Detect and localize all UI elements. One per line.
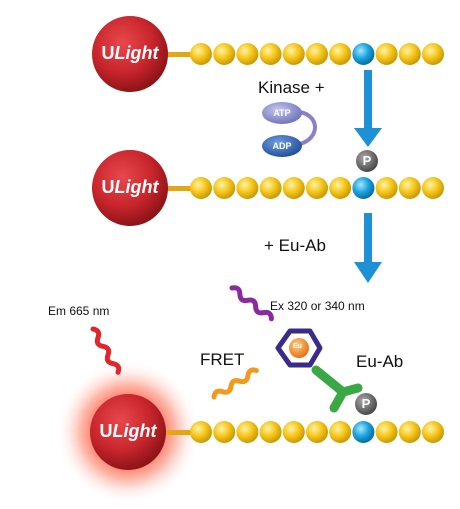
peptide-bead: [190, 177, 212, 199]
atp-pill: [262, 102, 302, 124]
peptide-bead: [282, 43, 305, 65]
peptide-bead: [375, 177, 398, 199]
europium-chelate: [275, 328, 323, 368]
peptide-bead: [329, 43, 352, 65]
ulight-bead-3: [90, 394, 166, 470]
peptide-bead: [398, 421, 421, 443]
ulight-u: U: [101, 177, 115, 197]
adp-label: ADP: [272, 141, 292, 151]
peptide-bead: [213, 177, 236, 199]
phospho-site-bead: [352, 177, 375, 199]
peptide-bead: [190, 43, 212, 65]
ulight-light: Light: [112, 421, 157, 441]
peptide-bead: [259, 177, 282, 199]
peptide-bead: [213, 43, 236, 65]
eu-ab-label: Eu-Ab: [356, 352, 404, 371]
peptide-bead: [306, 421, 328, 443]
phospho-site-bead: [352, 43, 375, 65]
peptide-bead: [306, 177, 328, 199]
peptide-chain-1: [190, 43, 444, 65]
peptide-bead: [329, 177, 352, 199]
phospho-site-bead: [352, 421, 375, 443]
ulight-u: U: [99, 421, 113, 441]
phospho-label-2: P: [362, 153, 372, 168]
ulight-label-2: ULight: [85, 177, 175, 198]
peptide-bead: [375, 43, 398, 65]
phospho-group-3: [355, 393, 377, 415]
peptide-bead: [282, 421, 305, 443]
arrow-down-1: [354, 70, 382, 147]
peptide-bead: [422, 421, 444, 443]
europium-core: [289, 338, 309, 358]
peptide-bead: [422, 177, 444, 199]
ulight-bead-2: [92, 150, 168, 226]
peptide-bead: [398, 43, 421, 65]
excitation-label: Ex 320 or 340 nm: [270, 299, 365, 313]
peptide-bead: [422, 43, 444, 65]
substrate-row-2: [92, 150, 444, 226]
fret-wave: [211, 367, 259, 400]
peptide-bead: [190, 421, 212, 443]
peptide-chain-2: [190, 177, 444, 199]
phospho-label-3: P: [361, 396, 371, 411]
peptide-bead: [236, 177, 259, 199]
peptide-bead: [282, 177, 305, 199]
ulight-u: U: [101, 43, 115, 63]
ulight-label-1: ULight: [85, 43, 175, 64]
ulight-label-3: ULight: [83, 421, 173, 442]
peptide-bead: [213, 421, 236, 443]
peptide-bead: [375, 421, 398, 443]
fret-label: FRET: [200, 350, 245, 369]
substrate-row-3: [56, 360, 444, 504]
ulight-light: Light: [114, 177, 159, 197]
antibody-stem: [311, 365, 348, 397]
antibody-arm-right: [338, 383, 363, 397]
peptide-bead: [259, 43, 282, 65]
peptide-bead: [236, 421, 259, 443]
kinase-label: Kinase +: [258, 78, 325, 97]
substrate-row-1: [92, 16, 444, 92]
arrow-down-2: [354, 213, 382, 283]
peptide-bead: [236, 43, 259, 65]
linker-2: [165, 186, 195, 191]
phospho-group-2: [356, 150, 378, 172]
emission-wave: [90, 326, 122, 375]
peptide-bead: [398, 177, 421, 199]
ulight-light: Light: [114, 43, 159, 63]
adp-pill: [262, 135, 302, 157]
eu-antibody: [311, 365, 377, 415]
peptide-bead: [259, 421, 282, 443]
europium-label: Eu: [293, 343, 302, 350]
peptide-bead: [306, 43, 328, 65]
peptide-chain-3: [190, 421, 444, 443]
emission-label: Em 665 nm: [48, 304, 110, 318]
conversion-curve: [299, 110, 317, 146]
excitation-wave: [229, 285, 274, 322]
linker-1: [165, 52, 195, 57]
linker-3: [165, 430, 195, 435]
atp-label: ATP: [273, 108, 291, 118]
atp-adp-conversion: [262, 102, 317, 157]
peptide-bead: [329, 421, 352, 443]
ulight-bead-1: [92, 16, 168, 92]
eu-ab-add-label: + Eu-Ab: [264, 236, 326, 255]
